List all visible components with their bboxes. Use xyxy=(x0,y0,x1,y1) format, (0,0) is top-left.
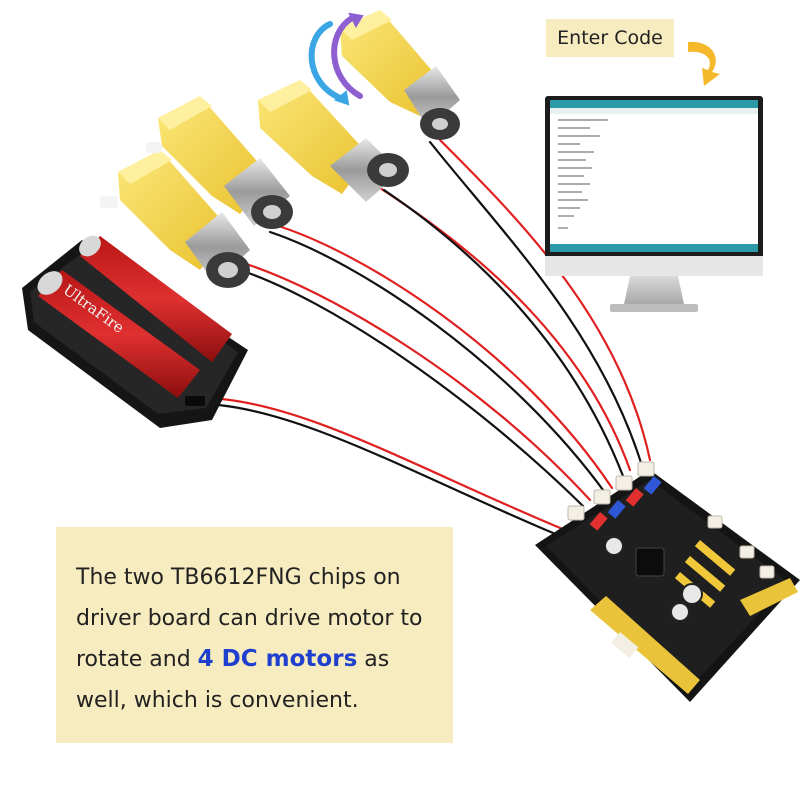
motor-connectors xyxy=(567,461,775,579)
motor2-black-wire xyxy=(268,230,608,496)
code-lines xyxy=(558,119,608,229)
dip-switches xyxy=(589,476,662,531)
capacitor-3 xyxy=(604,536,624,556)
caption-line-2: driver board can drive motor to xyxy=(76,606,423,631)
caption-line-3-start: rotate and xyxy=(76,647,198,672)
caption-box: The two TB6612FNG chips on driver board … xyxy=(56,527,453,743)
motor3-black-wire xyxy=(382,188,625,478)
capacitor-1 xyxy=(681,583,703,605)
battery-cell-front: UltraFire xyxy=(37,270,200,398)
wires xyxy=(203,138,652,540)
enter-code-label: Enter Code xyxy=(546,19,674,57)
motor1-black-wire xyxy=(238,268,585,508)
dc-motor-3 xyxy=(258,80,409,202)
curved-arrow-icon xyxy=(688,41,720,86)
motor1-shaft xyxy=(100,196,118,208)
dc-motor-2 xyxy=(146,96,293,229)
dc-motor-1 xyxy=(100,150,250,288)
caption-line-4: well, which is convenient. xyxy=(76,688,359,713)
motor-driver-board xyxy=(535,461,800,702)
dc-motor-4 xyxy=(340,10,460,140)
motor4-black-wire xyxy=(428,140,644,468)
monitor-stand xyxy=(624,276,684,304)
caption-highlight: 4 DC motors xyxy=(197,646,358,672)
battery-cell-back xyxy=(79,235,232,362)
caption-line-1: The two TB6612FNG chips on xyxy=(76,565,401,590)
enter-code-text: Enter Code xyxy=(557,27,663,49)
motor1-red-wire xyxy=(238,260,592,502)
monitor-screen xyxy=(550,100,758,252)
battery-pack: UltraFire xyxy=(22,235,248,428)
battery-black-wire xyxy=(203,402,567,540)
inductor xyxy=(635,547,665,577)
computer-monitor xyxy=(545,96,763,312)
caption-line-3-end: as xyxy=(357,647,390,672)
rotation-arrows-icon xyxy=(308,12,364,106)
motor2-red-wire xyxy=(270,222,614,490)
capacitor-2 xyxy=(670,602,690,622)
caption-line-3: rotate and 4 DC motors as xyxy=(76,639,441,680)
motor4-red-wire xyxy=(438,138,652,462)
battery-red-wire xyxy=(203,396,567,532)
